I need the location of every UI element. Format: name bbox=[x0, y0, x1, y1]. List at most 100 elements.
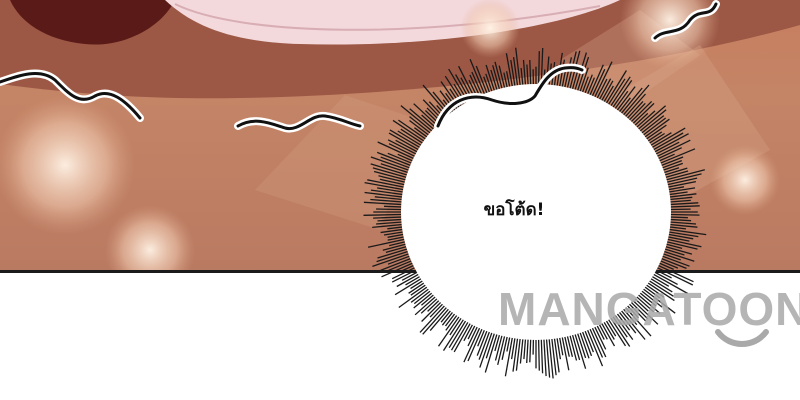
burst-line bbox=[663, 228, 707, 236]
burst-line bbox=[584, 324, 604, 367]
burst-line bbox=[515, 47, 522, 91]
burst-line bbox=[660, 169, 705, 182]
burst-line bbox=[444, 75, 468, 110]
burst-line bbox=[484, 328, 500, 373]
panel-border bbox=[0, 270, 800, 273]
dark-red-object bbox=[0, 0, 175, 45]
burst-line bbox=[409, 108, 439, 134]
burst-line bbox=[504, 331, 514, 377]
burst-line bbox=[367, 179, 410, 189]
bokeh-light bbox=[710, 145, 780, 215]
burst-line bbox=[642, 279, 675, 302]
burst-line bbox=[364, 181, 410, 192]
burst-line bbox=[654, 148, 696, 166]
burst-line bbox=[398, 283, 432, 309]
burst-line bbox=[651, 264, 694, 286]
burst-line bbox=[453, 318, 474, 353]
burst-line bbox=[607, 313, 631, 347]
burst-line bbox=[587, 323, 604, 358]
burst-line bbox=[547, 333, 554, 379]
bubble-squiggle bbox=[436, 66, 584, 128]
burst-line bbox=[370, 163, 413, 178]
burst-line bbox=[381, 260, 419, 278]
burst-line bbox=[419, 301, 449, 333]
burst-line bbox=[617, 305, 646, 340]
burst-line bbox=[400, 105, 437, 136]
burst-line bbox=[565, 51, 577, 94]
burst-line bbox=[363, 213, 408, 216]
burst-line bbox=[367, 237, 411, 248]
burst-line bbox=[463, 322, 483, 363]
burst-line bbox=[364, 191, 408, 199]
burst-line bbox=[398, 119, 431, 143]
burst-line bbox=[505, 53, 514, 93]
burst-line bbox=[591, 61, 613, 103]
burst-line bbox=[442, 314, 468, 351]
burst-line bbox=[648, 271, 689, 295]
burst-line bbox=[542, 333, 547, 377]
burst-line bbox=[467, 323, 485, 362]
burst-line bbox=[602, 70, 627, 109]
burst-line bbox=[587, 64, 604, 101]
burst-line bbox=[621, 302, 652, 337]
burst-line bbox=[377, 141, 420, 162]
burst-line bbox=[661, 239, 698, 250]
burst-line bbox=[372, 167, 412, 180]
burst-line bbox=[635, 109, 667, 136]
burst-line bbox=[589, 322, 607, 358]
burst-line bbox=[537, 333, 540, 371]
burst-line bbox=[448, 315, 470, 349]
squiggle-line bbox=[653, 2, 718, 40]
burst-line bbox=[633, 105, 667, 134]
burst-line bbox=[658, 249, 695, 262]
burst-line bbox=[609, 80, 633, 113]
burst-line bbox=[607, 76, 631, 111]
burst-line bbox=[550, 333, 557, 376]
burst-line bbox=[437, 311, 463, 347]
squiggle-line bbox=[0, 72, 142, 120]
burst-line bbox=[387, 139, 422, 158]
burst-line bbox=[553, 332, 560, 373]
burst-line bbox=[440, 81, 463, 113]
burst-line bbox=[640, 118, 670, 141]
burst-line bbox=[545, 333, 551, 378]
burst-line bbox=[388, 132, 424, 153]
burst-line bbox=[422, 302, 451, 335]
burst-line bbox=[370, 156, 415, 173]
burst-line bbox=[646, 127, 686, 151]
burst-line bbox=[376, 151, 417, 169]
burst-line bbox=[648, 132, 684, 153]
burst-line bbox=[377, 246, 413, 259]
burst-line bbox=[649, 133, 689, 156]
top-surface-shadow bbox=[0, 0, 800, 99]
bokeh-light bbox=[0, 95, 135, 235]
burst-line bbox=[376, 249, 414, 263]
burst-line bbox=[392, 119, 430, 145]
burst-line bbox=[572, 52, 588, 96]
burst-line bbox=[619, 84, 650, 120]
burst-line bbox=[389, 129, 426, 151]
burst-line bbox=[540, 333, 544, 374]
burst-line bbox=[567, 50, 581, 95]
burst-line bbox=[512, 332, 519, 372]
burst-line bbox=[372, 251, 415, 268]
watermark-smile-icon bbox=[715, 329, 769, 347]
burst-line bbox=[370, 198, 408, 204]
burst-line bbox=[363, 201, 408, 206]
burst-line bbox=[604, 314, 627, 347]
watermark-logo: MANGATOON bbox=[498, 283, 800, 335]
burst-line bbox=[380, 156, 416, 171]
burst-line bbox=[479, 327, 495, 368]
burst-line bbox=[370, 189, 409, 196]
burst-line bbox=[617, 87, 643, 119]
fabric-fold bbox=[174, 3, 601, 31]
burst-line bbox=[661, 173, 702, 185]
burst-line bbox=[651, 139, 691, 160]
burst-line bbox=[628, 296, 659, 325]
burst-line bbox=[515, 333, 522, 371]
bokeh-light bbox=[460, 0, 520, 58]
bubble-body bbox=[401, 84, 671, 340]
speech-text: ขอโต้ด! bbox=[483, 200, 545, 220]
